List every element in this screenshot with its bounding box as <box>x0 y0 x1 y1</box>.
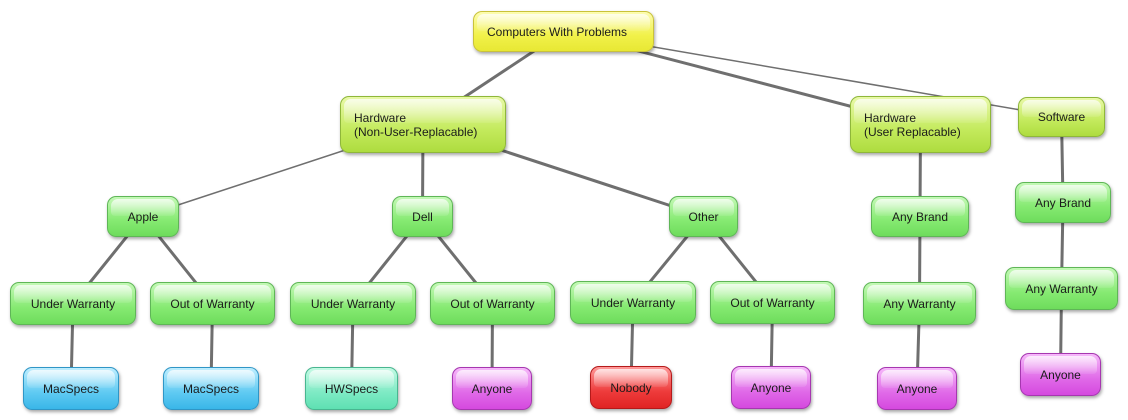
node-label: MacSpecs <box>42 381 100 396</box>
leaf-anyone-other[interactable]: Anyone <box>731 366 811 409</box>
node-apple-out-of-warranty[interactable]: Out of Warranty <box>150 282 275 325</box>
node-any-brand-hardware[interactable]: Any Brand <box>871 196 969 237</box>
node-dell[interactable]: Dell <box>392 196 453 237</box>
node-other[interactable]: Other <box>669 196 738 237</box>
node-label: Under Warranty <box>30 296 116 311</box>
node-label: Dell <box>412 209 433 224</box>
node-label: Any Warranty <box>883 296 956 311</box>
node-label: HWSpecs <box>324 381 379 396</box>
node-label: Hardware (Non-User-Replacable) <box>354 110 478 139</box>
leaf-macspecs-under-warranty[interactable]: MacSpecs <box>23 367 119 410</box>
node-dell-out-of-warranty[interactable]: Out of Warranty <box>430 282 555 325</box>
node-label: Under Warranty <box>310 296 396 311</box>
node-label: Anyone <box>1040 367 1081 382</box>
node-apple-under-warranty[interactable]: Under Warranty <box>10 282 136 325</box>
node-label: Out of Warranty <box>730 295 815 310</box>
node-label: Nobody <box>610 380 652 395</box>
node-any-warranty-hardware[interactable]: Any Warranty <box>863 282 976 325</box>
node-hardware-non-user-replacable[interactable]: Hardware (Non-User-Replacable) <box>340 96 506 153</box>
node-label: Anyone <box>750 380 792 395</box>
leaf-anyone-dell[interactable]: Anyone <box>452 367 532 410</box>
node-label: Under Warranty <box>590 295 676 310</box>
node-software[interactable]: Software <box>1018 97 1105 137</box>
node-dell-under-warranty[interactable]: Under Warranty <box>290 282 416 325</box>
leaf-anyone-hardware-user[interactable]: Anyone <box>877 367 957 410</box>
node-label: Hardware (User Replacable) <box>864 110 961 139</box>
root-node-computers-with-problems[interactable]: Computers With Problems <box>473 11 654 52</box>
node-apple[interactable]: Apple <box>107 196 179 237</box>
node-label: Anyone <box>896 381 938 396</box>
node-label: Any Brand <box>891 209 949 224</box>
node-hardware-user-replacable[interactable]: Hardware (User Replacable) <box>850 96 991 153</box>
node-label: Anyone <box>471 381 513 396</box>
node-label: Out of Warranty <box>170 296 255 311</box>
leaf-macspecs-out-of-warranty[interactable]: MacSpecs <box>163 367 259 410</box>
node-label: Other <box>688 209 719 224</box>
node-label: Any Brand <box>1034 195 1092 210</box>
node-label: MacSpecs <box>182 381 240 396</box>
leaf-hwspecs[interactable]: HWSpecs <box>305 367 398 410</box>
root-node-label: Computers With Problems <box>487 24 628 39</box>
node-any-brand-software[interactable]: Any Brand <box>1015 182 1111 223</box>
leaf-anyone-software[interactable]: Anyone <box>1020 353 1101 396</box>
node-label: Software <box>1037 110 1086 124</box>
node-any-warranty-software[interactable]: Any Warranty <box>1005 267 1118 310</box>
node-label: Any Warranty <box>1025 281 1098 296</box>
node-label: Out of Warranty <box>450 296 535 311</box>
node-label: Apple <box>127 209 159 224</box>
node-other-out-of-warranty[interactable]: Out of Warranty <box>710 281 835 324</box>
leaf-nobody[interactable]: Nobody <box>590 366 672 409</box>
node-other-under-warranty[interactable]: Under Warranty <box>570 281 696 324</box>
